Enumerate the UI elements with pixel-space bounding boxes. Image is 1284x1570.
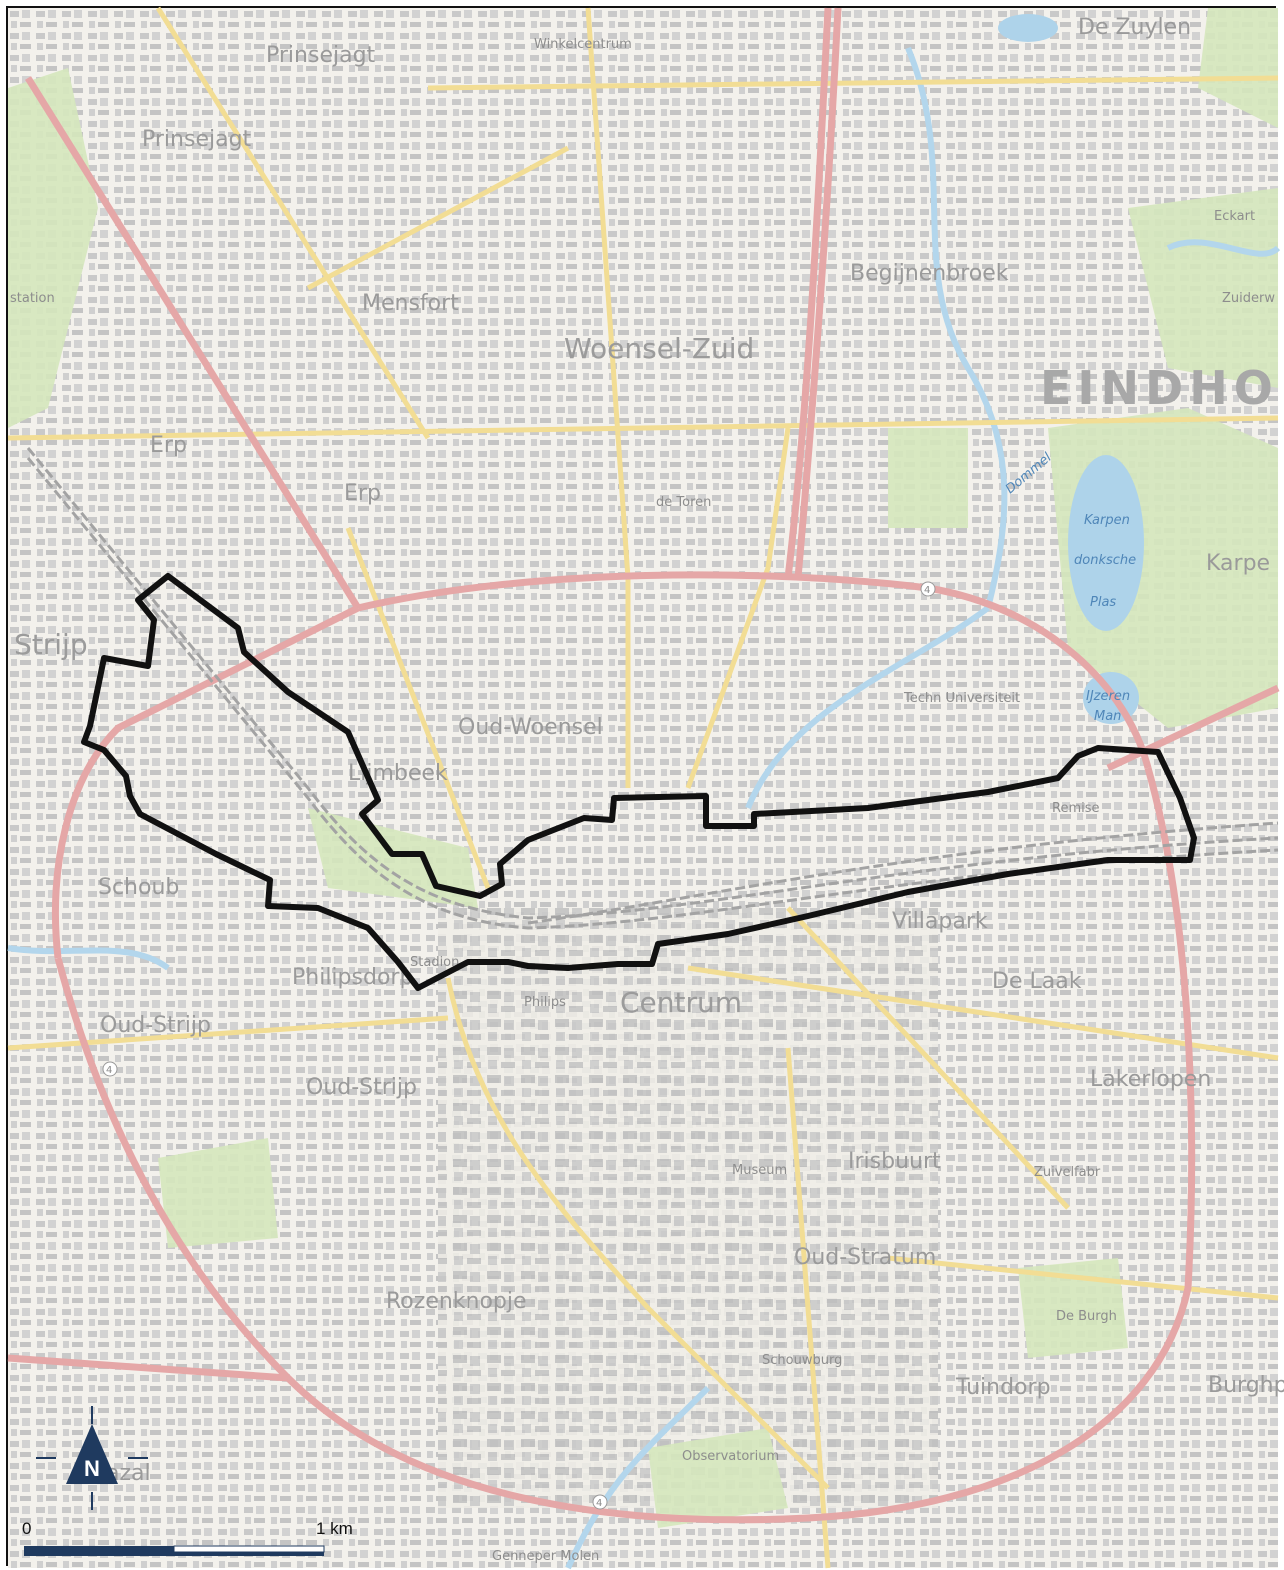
north-label: N	[84, 1456, 100, 1481]
label-donksche: donksche	[1074, 553, 1136, 568]
route-4-shield-south: 4	[596, 1498, 602, 1509]
label-philipsdorp: Philipsdorp	[292, 965, 413, 990]
north-arrow-icon: N	[36, 1406, 148, 1510]
label-erp-2: Erp	[344, 481, 381, 506]
main-roads	[7, 7, 1280, 1524]
label-philips: Philips	[524, 995, 566, 1010]
label-lakerlopen: Lakerlopen	[1090, 1067, 1211, 1092]
label-schouwburg: Schouwburg	[762, 1353, 842, 1368]
label-erp-1: Erp	[150, 433, 187, 458]
route-4-shield: 4	[924, 585, 930, 596]
label-stadion: Stadion	[410, 955, 459, 970]
label-schoub: Schoub	[98, 875, 179, 900]
label-eckart: Eckart	[1214, 209, 1255, 224]
label-oud-strijp: Oud-Strijp	[100, 1013, 211, 1038]
label-karpe: Karpe	[1206, 551, 1270, 576]
label-tuindorp: Tuindorp	[955, 1375, 1051, 1400]
label-zuivelfabr: Zuivelfabr	[1034, 1165, 1101, 1180]
label-burghplan: Burghp	[1208, 1373, 1284, 1398]
map-frame[interactable]: EINDHO Centrum Woensel-Zuid Strijp Oud-W…	[6, 6, 1284, 1570]
route-shields: 4 4 4	[102, 581, 936, 1510]
label-irisbuurt: Irisbuurt	[848, 1149, 941, 1174]
city-label: EINDHO	[1040, 361, 1279, 415]
scale-start-label: 0	[22, 1519, 31, 1538]
label-mensfort: Mensfort	[362, 291, 459, 316]
label-oud-strijp-2: Oud-Strijp	[306, 1075, 417, 1100]
label-villapark: Villapark	[892, 909, 988, 934]
scale-bar: 0 1 km	[22, 1519, 353, 1556]
label-man: Man	[1094, 709, 1121, 724]
label-centrum: Centrum	[620, 986, 742, 1019]
map-labels: EINDHO Centrum Woensel-Zuid Strijp Oud-W…	[10, 15, 1284, 1564]
scale-end-label: 1 km	[316, 1519, 353, 1538]
label-woensel-zuid: Woensel-Zuid	[564, 332, 754, 365]
rivers	[7, 46, 1281, 1570]
label-winkelcentrum: Winkelcentrum	[534, 37, 632, 52]
label-prinsejagt: Prinsejagt	[142, 127, 252, 152]
railway	[26, 447, 1279, 930]
label-museum: Museum	[732, 1163, 787, 1178]
secondary-roads	[7, 6, 1279, 1569]
label-plas: Plas	[1090, 595, 1116, 610]
route-4-shield-west: 4	[106, 1065, 112, 1076]
topographic-map[interactable]: EINDHO Centrum Woensel-Zuid Strijp Oud-W…	[7, 6, 1284, 1570]
label-oud-stratum: Oud-Stratum	[794, 1245, 936, 1270]
label-de-burgh: De Burgh	[1056, 1309, 1117, 1324]
label-de-toren: de Toren	[656, 495, 711, 510]
label-rozenknopje: Rozenknopje	[386, 1289, 527, 1314]
label-observatorium: Observatorium	[682, 1449, 779, 1464]
label-zuiderw: Zuiderw	[1222, 291, 1275, 306]
label-station: station	[10, 291, 55, 306]
label-de-zuylen: De Zuylen	[1078, 15, 1191, 40]
water-features	[998, 14, 1144, 724]
label-begijnenbroek: Begijnenbroek	[850, 261, 1009, 286]
label-techn-universiteit: Techn Universiteit	[903, 691, 1020, 706]
study-area-boundary[interactable]	[81, 573, 1197, 991]
label-ijzeren: IJzeren	[1086, 689, 1130, 704]
label-strijp: Strijp	[14, 628, 88, 661]
label-de-laak: De Laak	[992, 969, 1082, 994]
label-karpen-water: Karpen	[1084, 513, 1130, 528]
label-prinsejagt-top: Prinsejagt	[266, 43, 376, 68]
label-remise: Remise	[1052, 801, 1100, 816]
green-areas	[8, 8, 1278, 1528]
label-oud-woensel: Oud-Woensel	[458, 715, 603, 740]
label-genneper: Genneper Molen	[492, 1549, 599, 1564]
